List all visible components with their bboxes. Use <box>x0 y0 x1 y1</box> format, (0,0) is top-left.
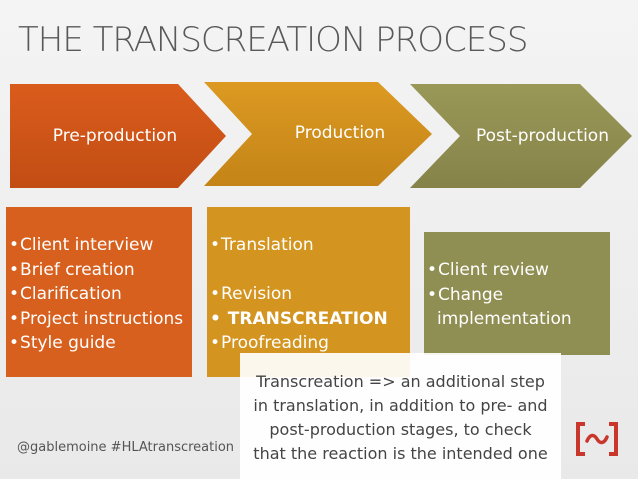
list-item: •Project instructions <box>9 308 184 329</box>
stage-arrow-production <box>204 82 432 186</box>
post-production-box: •Client review •Change implementation <box>424 232 610 355</box>
note-line: that the reaction is the intended one <box>253 444 548 463</box>
stage-label-production: Production <box>294 123 386 143</box>
list-item: •Revision <box>210 284 293 304</box>
slide-title: THE TRANSCREATION PROCESS <box>18 20 528 60</box>
note-line: post-production stages, to check <box>269 420 532 439</box>
bracket-tilde-logo-icon <box>576 422 618 456</box>
list-item-emphasis: • TRANSCREATION <box>210 308 388 329</box>
callout-note: Transcreation => an additional step in t… <box>240 353 561 479</box>
production-box: •Translation •Revision • TRANSCREATION •… <box>207 207 410 377</box>
list-item: implementation <box>437 309 572 329</box>
list-spacer <box>210 258 410 283</box>
list-item: •Proofreading <box>210 333 329 353</box>
note-line: in translation, in addition to pre- and <box>253 396 548 415</box>
list-item: •Client review <box>427 260 549 280</box>
stage-arrow-pre-production <box>10 84 226 188</box>
list-item: •Style guide <box>9 333 116 353</box>
stage-arrow-post-production <box>410 84 632 188</box>
note-line: Transcreation => an additional step <box>256 372 545 391</box>
stage-label-pre-production: Pre-production <box>52 126 178 146</box>
list-item: •Brief creation <box>9 259 135 280</box>
list-item: •Change <box>427 284 504 305</box>
list-item: •Client interview <box>9 235 154 255</box>
list-item: •Clarification <box>9 284 122 304</box>
process-arrows <box>10 82 632 188</box>
footer-handle: @gablemoine #HLAtranscreation <box>17 440 235 455</box>
stage-label-post-production: Post-production <box>476 126 609 146</box>
list-item: •Translation <box>210 235 314 255</box>
pre-production-box: •Client interview •Brief creation •Clari… <box>6 207 192 377</box>
